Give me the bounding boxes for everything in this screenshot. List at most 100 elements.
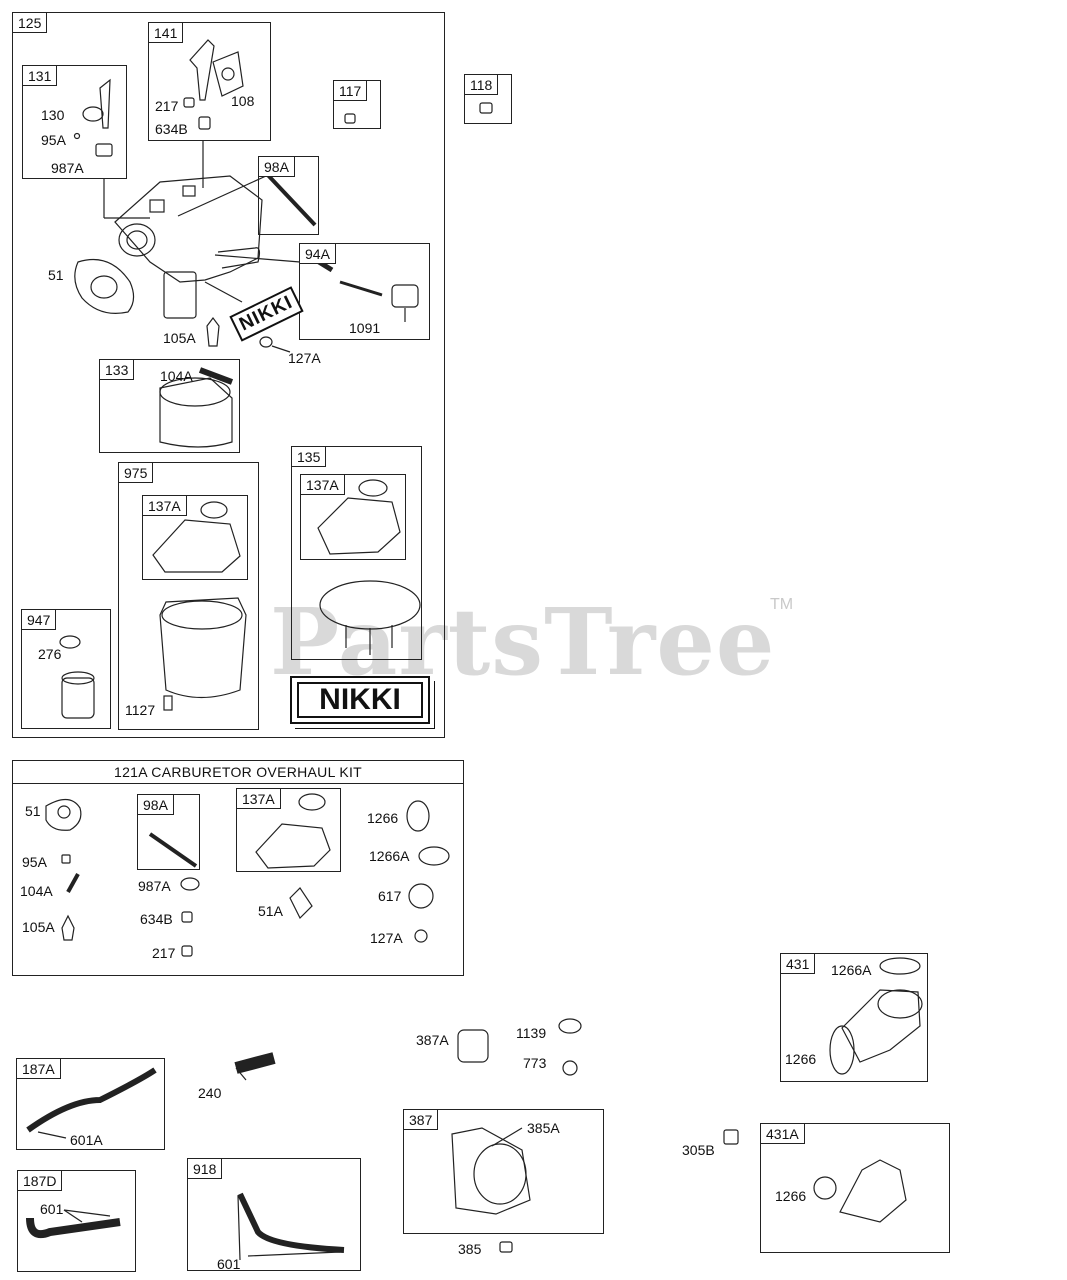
part-label-773[interactable]: 773 <box>523 1055 547 1071</box>
group-387[interactable]: 387 385A <box>403 1109 604 1234</box>
trademark-symbol: TM <box>770 596 794 613</box>
part-label-51[interactable]: 51 <box>48 267 64 283</box>
group-133[interactable]: 133 104A <box>99 359 240 453</box>
kit-title: 121A CARBURETOR OVERHAUL KIT <box>13 761 463 784</box>
group-187A[interactable]: 187A 601A <box>16 1058 165 1150</box>
kit-part-634B <box>181 911 193 923</box>
fuel-line-918 <box>237 1192 345 1253</box>
intake-elbow-431 <box>841 989 921 1063</box>
group-ref: 431A <box>760 1123 805 1144</box>
group-431A[interactable]: 431A 1266 <box>760 1123 950 1253</box>
part-label-127A[interactable]: 127A <box>288 350 321 366</box>
group-135[interactable]: 135 <box>291 446 422 660</box>
group-ref: 947 <box>21 609 57 630</box>
kit-part-label[interactable]: 104A <box>20 883 53 899</box>
part-label[interactable]: 601 <box>40 1201 64 1217</box>
group-137A-in-135[interactable]: 137A <box>300 474 406 560</box>
part-label[interactable]: 385A <box>527 1120 560 1136</box>
part-label-387A[interactable]: 387A <box>416 1032 449 1048</box>
kit-o-ring-1266A <box>418 846 450 866</box>
part-label[interactable]: 1266 <box>785 1051 817 1067</box>
fuel-filter-240 <box>234 1052 276 1074</box>
kit-pin-104A <box>66 873 80 893</box>
kit-part-label[interactable]: 987A <box>138 878 171 894</box>
part-label[interactable]: 217 <box>155 98 179 114</box>
group-117[interactable]: 117 <box>333 80 381 129</box>
group-ref: 137A <box>142 495 187 516</box>
kit-part-label[interactable]: 1266A <box>369 848 410 864</box>
group-118[interactable]: 118 <box>464 74 512 124</box>
part-label-240[interactable]: 240 <box>198 1085 222 1101</box>
part-label[interactable]: 276 <box>38 646 62 662</box>
part-label[interactable]: 601A <box>70 1132 103 1148</box>
part-label[interactable]: 108 <box>231 93 255 109</box>
group-918[interactable]: 918 601 <box>187 1158 361 1272</box>
group-ref: 94A <box>299 243 336 264</box>
needle-130 <box>99 78 111 129</box>
kit-gasket-137A <box>255 823 331 869</box>
screw-117 <box>344 113 356 124</box>
leader-98A <box>177 175 267 217</box>
kit-part-label[interactable]: 127A <box>370 930 403 946</box>
group-98A[interactable]: 98A <box>258 156 319 235</box>
group-187D[interactable]: 187D 601 <box>17 1170 136 1272</box>
lever-141 <box>189 39 215 101</box>
kit-part-label[interactable]: 217 <box>152 945 176 961</box>
part-label[interactable]: 1266 <box>775 1188 807 1204</box>
part-label[interactable]: 601 <box>217 1256 241 1272</box>
group-ref: 98A <box>137 794 174 815</box>
kit-group-98A[interactable]: 98A <box>137 794 200 870</box>
group-ref: 387 <box>403 1109 439 1130</box>
kit-part-217 <box>181 945 193 957</box>
o-ring-1266A-431 <box>879 957 921 975</box>
gasket-51 <box>74 258 135 314</box>
group-137A-in-975[interactable]: 137A <box>142 495 248 580</box>
valve-773 <box>562 1060 578 1076</box>
group-ref: 133 <box>99 359 135 380</box>
fuel-line-187A <box>26 1067 157 1133</box>
group-975[interactable]: 975 1127 <box>118 462 259 730</box>
group-947[interactable]: 947 276 <box>21 609 111 729</box>
kit-part-label[interactable]: 617 <box>378 888 402 904</box>
group-431[interactable]: 431 1266A 1266 <box>780 953 928 1082</box>
kit-part-987A <box>180 877 200 891</box>
kit-part-label[interactable]: 51 <box>25 803 41 819</box>
plug-127A <box>259 336 273 348</box>
kit-group-137A[interactable]: 137A <box>236 788 341 872</box>
group-131[interactable]: 131 130 95A 987A <box>22 65 127 179</box>
part-label[interactable]: 95A <box>41 132 66 148</box>
part-label[interactable]: 987A <box>51 160 84 176</box>
part-label-305B[interactable]: 305B <box>682 1142 715 1158</box>
fuel-line-187D <box>26 1217 121 1239</box>
group-ref: 135 <box>291 446 327 467</box>
part-label-1139[interactable]: 1139 <box>516 1025 547 1041</box>
kit-screw-95A <box>61 854 71 864</box>
o-ring-1266-431 <box>829 1025 855 1075</box>
part-label-385[interactable]: 385 <box>458 1241 482 1257</box>
kit-part-label[interactable]: 95A <box>22 854 47 870</box>
part-label[interactable]: 634B <box>155 121 188 137</box>
kit-part-label-51A[interactable]: 51A <box>258 903 283 919</box>
group-ref: 431 <box>780 953 816 974</box>
part-label-105A[interactable]: 105A <box>163 330 196 346</box>
part-label[interactable]: 1266A <box>831 962 872 978</box>
o-ring-135 <box>358 479 388 497</box>
kit-plug-127A <box>414 929 428 943</box>
group-ref: 125 <box>12 12 48 33</box>
group-ref: 187D <box>17 1170 63 1191</box>
group-141[interactable]: 141 217 108 634B <box>148 22 271 141</box>
kit-part-label[interactable]: 1266 <box>367 810 399 826</box>
kit-o-ring-617 <box>408 883 434 909</box>
part-label[interactable]: 1127 <box>125 702 156 718</box>
nikki-plate-text: NIKKI <box>297 682 423 718</box>
part-label[interactable]: 1091 <box>349 320 381 336</box>
part-label[interactable]: 104A <box>160 368 193 384</box>
group-ref: 187A <box>16 1058 61 1079</box>
group-ref: 117 <box>333 80 368 101</box>
kit-part-label[interactable]: 634B <box>140 911 173 927</box>
group-94A[interactable]: 94A 1091 <box>299 243 430 340</box>
part-label[interactable]: 130 <box>41 107 65 123</box>
intake-elbow-431A <box>839 1159 907 1223</box>
o-ring-975 <box>200 501 228 519</box>
kit-part-label[interactable]: 105A <box>22 919 55 935</box>
